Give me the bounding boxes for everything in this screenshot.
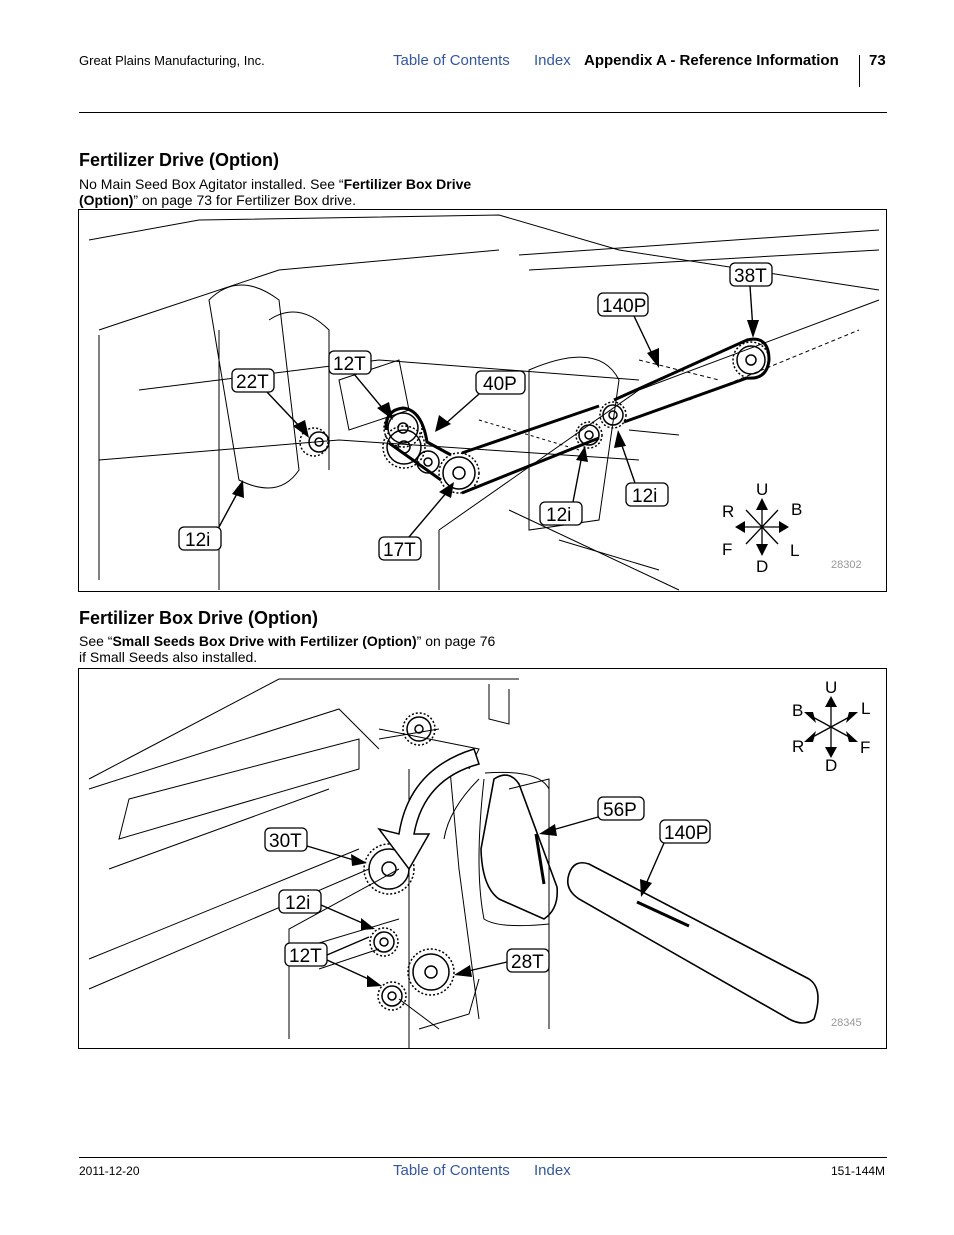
- section-title-fertilizer-drive: Fertilizer Drive (Option): [79, 150, 280, 170]
- box-drive-line-art: [88, 678, 550, 1048]
- direction-indicator: U B L R F D: [792, 678, 870, 775]
- callout-label: 12i: [185, 530, 210, 551]
- drive-line-art: [88, 214, 880, 591]
- figure-number: 28302: [831, 559, 862, 571]
- dir-f: F: [722, 540, 732, 559]
- callout-label: 30T: [269, 831, 302, 852]
- dir-l: L: [790, 541, 799, 560]
- callout-12i: 12i: [278, 889, 375, 930]
- figure-fertilizer-box-drive: 56P 140P 30T 12i 12T: [78, 668, 887, 1049]
- index-link-footer[interactable]: Index: [534, 1162, 571, 1179]
- dir-r: R: [722, 502, 734, 521]
- dir-b: B: [792, 701, 803, 720]
- rotation-arrow: [377, 748, 480, 871]
- direction-indicator: U R B F L D: [722, 480, 802, 576]
- callout-12t: 12T: [328, 350, 393, 420]
- callout-label: 12T: [289, 946, 322, 967]
- sprockets: [299, 341, 770, 494]
- dir-u: U: [756, 480, 768, 499]
- callout-56p: 56P: [539, 796, 645, 836]
- index-link-header[interactable]: Index: [534, 52, 571, 69]
- callout-17t: 17T: [378, 482, 454, 561]
- figure-number: 28345: [831, 1017, 862, 1029]
- figure-fertilizer-drive: 38T 140P 12T 22T 40P: [78, 209, 887, 592]
- footer-rule: [79, 1157, 887, 1158]
- callout-label: 38T: [734, 266, 767, 287]
- dir-l: L: [861, 699, 870, 718]
- dir-f: F: [860, 738, 870, 757]
- text-post: ” on page 73 for Fertilizer Box drive.: [133, 192, 356, 208]
- section-text-fertilizer-box-drive: See “Small Seeds Box Drive with Fertiliz…: [79, 633, 499, 665]
- callout-label: 17T: [383, 540, 416, 561]
- callout-label: 12i: [632, 486, 657, 507]
- company-name: Great Plains Manufacturing, Inc.: [79, 53, 265, 68]
- text-pre: See “: [79, 633, 113, 649]
- footer-date: 2011-12-20: [79, 1164, 140, 1178]
- text-pre: No Main Seed Box Agitator installed. See…: [79, 176, 344, 192]
- callout-140p: 140P: [640, 819, 711, 897]
- callout-label: 12T: [333, 354, 366, 375]
- page-number: 73: [869, 52, 886, 69]
- callout-label: 56P: [603, 800, 637, 821]
- callout-label: 40P: [483, 374, 517, 395]
- text-bold: Small Seeds Box Drive with Fertilizer (O…: [112, 633, 417, 649]
- doc-code: 151-144M: [831, 1164, 886, 1178]
- callout-label: 140P: [664, 823, 708, 844]
- chains: [534, 833, 690, 928]
- chain-loops: [480, 774, 819, 1024]
- dir-u: U: [825, 678, 837, 697]
- callout-12t: 12T: [284, 936, 382, 987]
- callout-30t: 30T: [264, 827, 367, 866]
- callout-label: 12i: [285, 893, 310, 914]
- callout-12i-b: 12i: [539, 446, 588, 526]
- text-bold: Fertilizer Box Drive (Option): [79, 176, 472, 208]
- section-title-fertilizer-box-drive: Fertilizer Box Drive (Option): [79, 608, 319, 628]
- callout-40p: 40P: [435, 370, 526, 432]
- callout-12i-c: 12i: [178, 480, 244, 551]
- appendix-title: Appendix A - Reference Information: [584, 52, 839, 69]
- header-rule: [79, 112, 887, 113]
- dir-r: R: [792, 737, 804, 756]
- callout-label: 28T: [511, 952, 544, 973]
- callout-38t: 38T: [729, 262, 773, 338]
- callout-label: 22T: [236, 372, 269, 393]
- dir-d: D: [756, 557, 768, 576]
- text-post: ” on page 76 if Small Seeds also install…: [79, 633, 496, 665]
- section-text-fertilizer-drive: No Main Seed Box Agitator installed. See…: [79, 176, 479, 208]
- toc-link-footer[interactable]: Table of Contents: [393, 1162, 510, 1179]
- callout-label: 12i: [546, 505, 571, 526]
- callout-22t: 22T: [231, 368, 309, 438]
- chains: [384, 337, 771, 495]
- callout-12i-a: 12i: [614, 430, 669, 507]
- callout-28t: 28T: [454, 948, 550, 977]
- callout-label: 140P: [602, 296, 646, 317]
- toc-link-header[interactable]: Table of Contents: [393, 52, 510, 69]
- callout-140p: 140P: [597, 292, 659, 368]
- dir-b: B: [791, 500, 802, 519]
- header-divider: [859, 55, 860, 87]
- dir-d: D: [825, 756, 837, 775]
